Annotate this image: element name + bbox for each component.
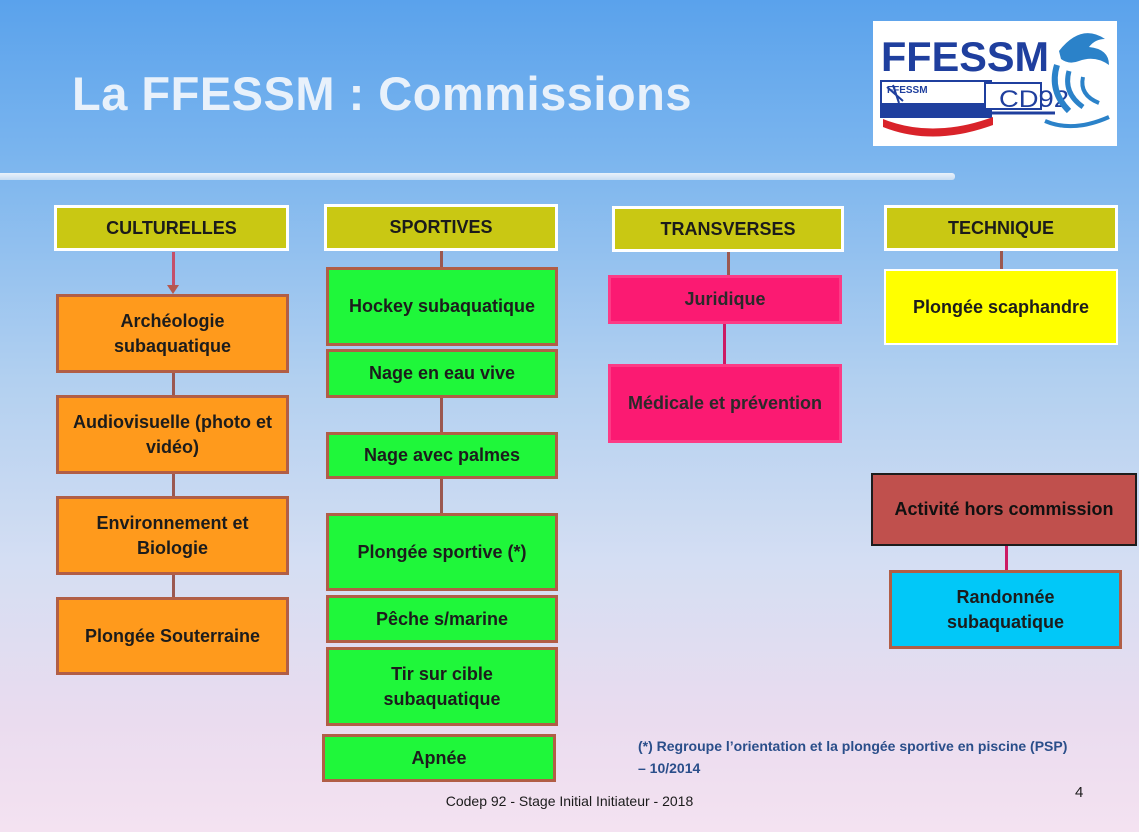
connector-line	[172, 474, 175, 496]
commission-box: Pêche s/marine	[326, 595, 558, 643]
commission-box: Randonnée subaquatique	[889, 570, 1122, 649]
commission-box: Nage avec palmes	[326, 432, 558, 479]
title-divider	[0, 173, 955, 180]
dolphin-wave-icon	[1044, 33, 1110, 129]
connector-line	[440, 251, 443, 267]
commission-box: Plongée sportive (*)	[326, 513, 558, 591]
commission-box: Hockey subaquatique	[326, 267, 558, 346]
slide-title: La FFESSM : Commissions	[72, 67, 692, 120]
logo-small-text: FFESSM	[887, 85, 928, 96]
commission-box: Apnée	[322, 734, 556, 782]
header-culturelles: CULTURELLES	[54, 205, 289, 251]
arrow-down-icon	[167, 285, 179, 294]
slide-footer: Codep 92 - Stage Initial Initiateur - 20…	[445, 793, 694, 809]
header-sportives: SPORTIVES	[324, 204, 558, 251]
commission-box: Tir sur cible subaquatique	[326, 647, 558, 726]
hors-commission-box: Activité hors commission	[871, 473, 1137, 546]
logo-main-text: FFESSM	[881, 33, 1049, 80]
commission-box: Médicale et prévention	[608, 364, 842, 443]
commission-box: Plongée scaphandre	[884, 269, 1118, 345]
header-transverses: TRANSVERSES	[612, 206, 844, 252]
connector-line	[440, 398, 443, 432]
header-technique: TECHNIQUE	[884, 205, 1118, 251]
connector-line	[723, 324, 726, 364]
connector-line	[727, 251, 730, 275]
footnote: (*) Regroupe l’orientation et la plongée…	[638, 738, 1068, 776]
connector-line	[172, 252, 175, 288]
commission-box: Archéologie subaquatique	[56, 294, 289, 373]
connector-line	[1005, 546, 1008, 570]
flag-icon: FFESSM	[880, 80, 993, 137]
commission-box: Environnement et Biologie	[56, 496, 289, 575]
ffessm-logo: FFESSM FFESSM CD92	[873, 21, 1117, 146]
connector-line	[440, 479, 443, 513]
connector-line	[1000, 251, 1003, 269]
commission-box: Juridique	[608, 275, 842, 324]
page-number: 4	[1075, 784, 1084, 801]
commission-box: Nage en eau vive	[326, 349, 558, 398]
commission-box: Plongée Souterraine	[56, 597, 289, 675]
connector-line	[172, 373, 175, 395]
commission-box: Audiovisuelle (photo et vidéo)	[56, 395, 289, 474]
connector-line	[172, 575, 175, 597]
ffessm-logo-graphic: FFESSM FFESSM CD92	[880, 33, 1110, 137]
